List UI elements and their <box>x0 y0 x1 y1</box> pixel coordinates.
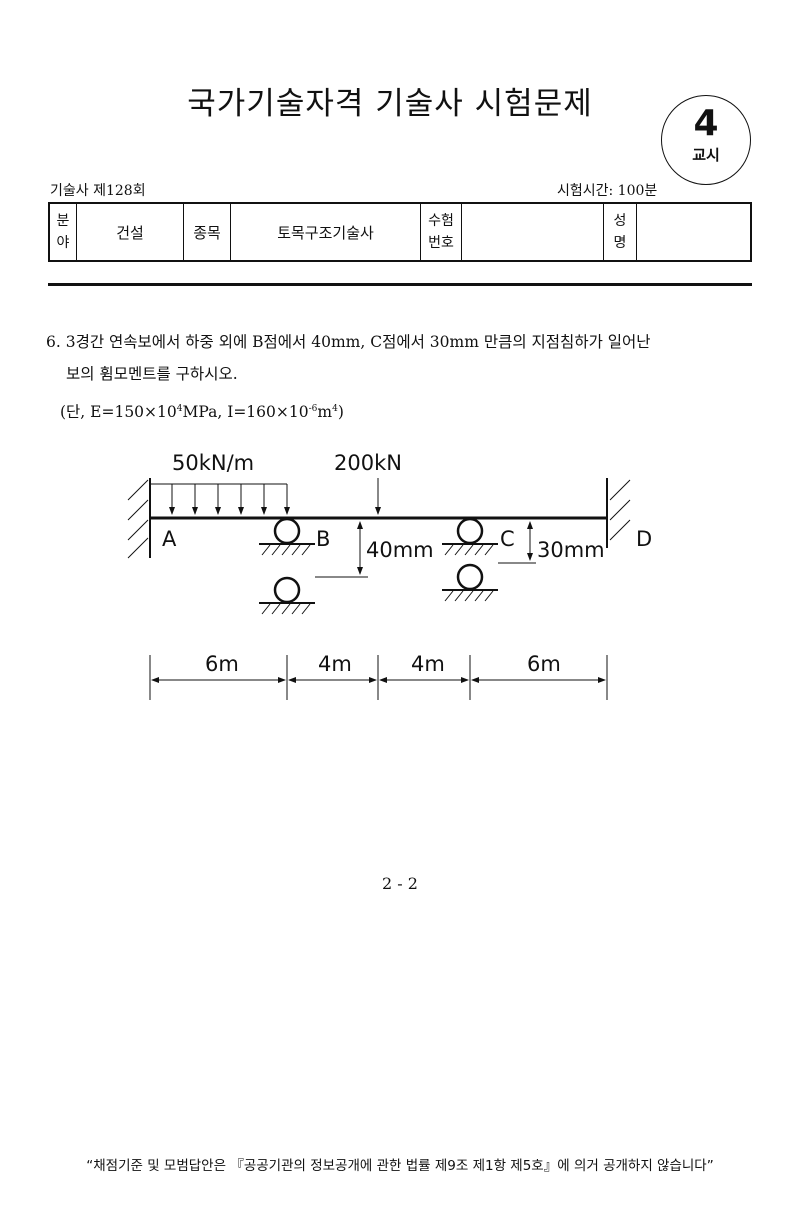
period-label: 교시 <box>692 146 720 164</box>
label-D: D <box>636 527 652 551</box>
question-line-1: 6. 3경간 연속보에서 하중 외에 B점에서 40mm, C점에서 30mm … <box>46 333 651 351</box>
settlement-C-label: 30mm <box>537 538 605 562</box>
period-number: 4 <box>693 103 719 144</box>
span-label: 4m <box>411 652 445 676</box>
exam-time: 시험시간: 100분 <box>557 183 658 199</box>
distributed-load-arrows <box>169 484 290 515</box>
label-C: C <box>500 527 515 551</box>
field-value: 건설 <box>76 202 184 262</box>
span-label: 4m <box>318 652 352 676</box>
settlement-B-label: 40mm <box>366 538 434 562</box>
roller-support-B <box>273 517 301 604</box>
question-condition: (단, E=150×104MPa, I=160×10-6m4) <box>60 403 344 421</box>
roller-support-C <box>456 517 484 591</box>
distributed-load-label: 50kN/m <box>172 451 254 475</box>
page-number: 2 - 2 <box>382 874 418 893</box>
category-label: 종목 <box>183 202 231 262</box>
name-field[interactable] <box>636 202 752 262</box>
label-B: B <box>316 527 330 551</box>
span-label: 6m <box>527 652 561 676</box>
category-value: 토목구조기술사 <box>230 202 421 262</box>
label-A: A <box>162 527 177 551</box>
dimension-ticks <box>149 655 608 700</box>
period-badge: 4 교시 <box>661 95 751 185</box>
beam-diagram: 50kN/m 200kN A B C D 40mm 30mm 6m 4m 4m … <box>127 451 652 700</box>
point-load-label: 200kN <box>334 451 402 475</box>
question-line-2: 보의 휨모멘트를 구하시오. <box>66 365 238 383</box>
divider <box>48 283 752 286</box>
exam-round: 기술사 제128회 <box>50 183 146 199</box>
span-label: 6m <box>205 652 239 676</box>
page-title: 국가기술자격 기술사 시험문제 <box>187 86 593 122</box>
exam-no-field[interactable] <box>461 202 604 262</box>
footer-notice: “채점기준 및 모범답안은 『공공기관의 정보공개에 관한 법률 제9조 제1항… <box>86 1158 714 1174</box>
